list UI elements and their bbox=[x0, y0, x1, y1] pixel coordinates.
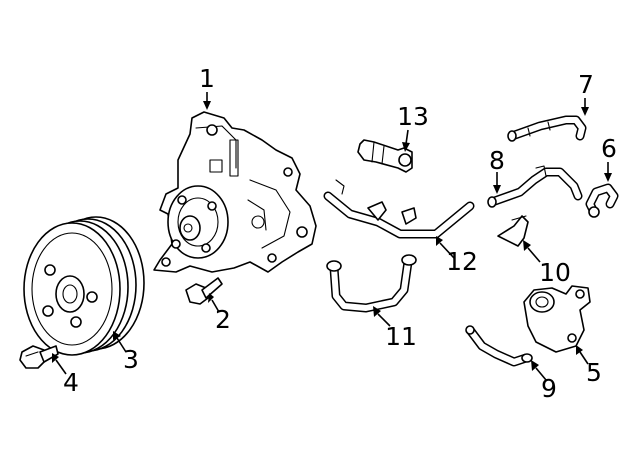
pipe-part-12 bbox=[323, 179, 475, 239]
callout-7: 7 bbox=[578, 70, 594, 99]
thermostat-housing-part-5 bbox=[523, 285, 591, 353]
elbow-part-6 bbox=[585, 183, 619, 218]
callout-4: 4 bbox=[63, 368, 79, 397]
callout-1: 1 bbox=[199, 64, 215, 93]
hose-part-9 bbox=[465, 325, 533, 367]
bracket-part-10 bbox=[497, 215, 529, 247]
callout-8: 8 bbox=[489, 146, 505, 175]
callout-10: 10 bbox=[539, 258, 571, 287]
leader-arrows bbox=[52, 92, 612, 381]
pulley-part-3 bbox=[23, 216, 145, 356]
bolt-part-4 bbox=[19, 345, 59, 369]
water-pump-part-1 bbox=[153, 111, 317, 273]
pipe-part-8 bbox=[487, 165, 583, 208]
callout-6: 6 bbox=[601, 134, 617, 163]
callout-9: 9 bbox=[541, 374, 557, 403]
callout-12: 12 bbox=[446, 247, 478, 276]
callout-13: 13 bbox=[397, 102, 429, 131]
callout-11: 11 bbox=[385, 322, 417, 351]
hose-part-7 bbox=[507, 115, 587, 142]
callout-2: 2 bbox=[215, 305, 231, 334]
fitting-part-13 bbox=[357, 139, 413, 173]
bolt-part-2 bbox=[185, 277, 223, 305]
callout-3: 3 bbox=[123, 345, 139, 374]
callout-5: 5 bbox=[586, 358, 602, 387]
hose-part-11 bbox=[326, 254, 417, 313]
callout-labels: 1 2 3 4 5 6 7 8 9 10 11 12 13 bbox=[63, 64, 617, 403]
